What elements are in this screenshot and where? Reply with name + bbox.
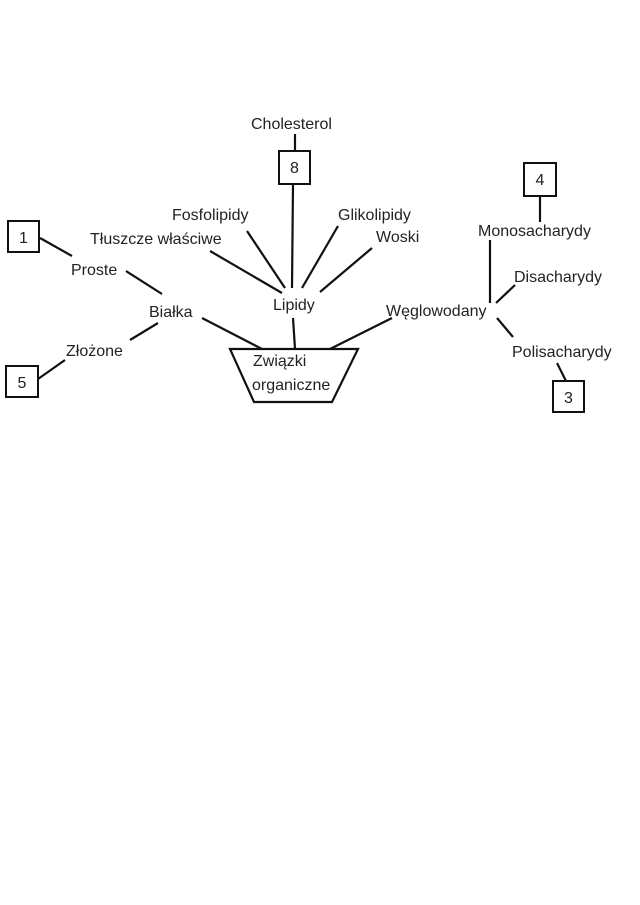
- label-polisacharydy: Polisacharydy: [512, 344, 612, 361]
- label-fosfolipidy: Fosfolipidy: [172, 207, 248, 224]
- line-poli-box3: [556, 362, 567, 382]
- number-box-3-label: 3: [564, 390, 573, 407]
- root-container: [228, 347, 360, 404]
- line-weglowodany-root: [329, 317, 393, 350]
- line-bialka-root: [201, 317, 263, 350]
- line-proste-bialka: [125, 270, 163, 295]
- label-glikolipidy: Glikolipidy: [338, 207, 411, 224]
- line-lipidy-root: [291, 317, 297, 350]
- label-woski: Woski: [376, 229, 419, 246]
- line-box1-proste: [39, 237, 73, 257]
- root-label-line1: Związki: [253, 353, 306, 370]
- root-label-line2: organiczne: [252, 377, 330, 394]
- label-bialka: Białka: [149, 304, 193, 321]
- number-box-8: 8: [278, 150, 311, 185]
- number-box-5: 5: [5, 365, 39, 398]
- label-lipidy: Lipidy: [273, 297, 315, 314]
- number-box-4: 4: [523, 162, 557, 197]
- label-zlozone: Złożone: [66, 343, 123, 360]
- connector-lines: [37, 134, 567, 382]
- label-disacharydy: Disacharydy: [514, 269, 602, 286]
- number-box-8-label: 8: [290, 160, 299, 177]
- line-woski-lipidy: [319, 247, 373, 293]
- line-weglowodany-poli: [496, 317, 514, 338]
- line-fosfolipidy-lipidy: [246, 230, 286, 289]
- number-box-1: 1: [7, 220, 40, 253]
- line-box8-lipidy: [290, 183, 295, 289]
- label-cholesterol: Cholesterol: [251, 116, 332, 133]
- line-di-weglowodany: [495, 284, 516, 304]
- label-tluszcze-wlasciwe: Tłuszcze właściwe: [90, 231, 222, 248]
- line-bialka-zlozone: [129, 322, 159, 341]
- line-tluszcze-lipidy: [209, 250, 283, 294]
- label-weglowodany: Węglowodany: [386, 303, 487, 320]
- line-glikolipidy-lipidy: [301, 225, 339, 289]
- label-monosacharydy: Monosacharydy: [478, 223, 591, 240]
- line-zlozone-box5: [37, 359, 66, 380]
- number-box-5-label: 5: [18, 375, 27, 392]
- number-box-3: 3: [552, 380, 585, 413]
- number-box-1-label: 1: [19, 230, 28, 247]
- number-box-4-label: 4: [536, 172, 545, 189]
- label-proste: Proste: [71, 262, 117, 279]
